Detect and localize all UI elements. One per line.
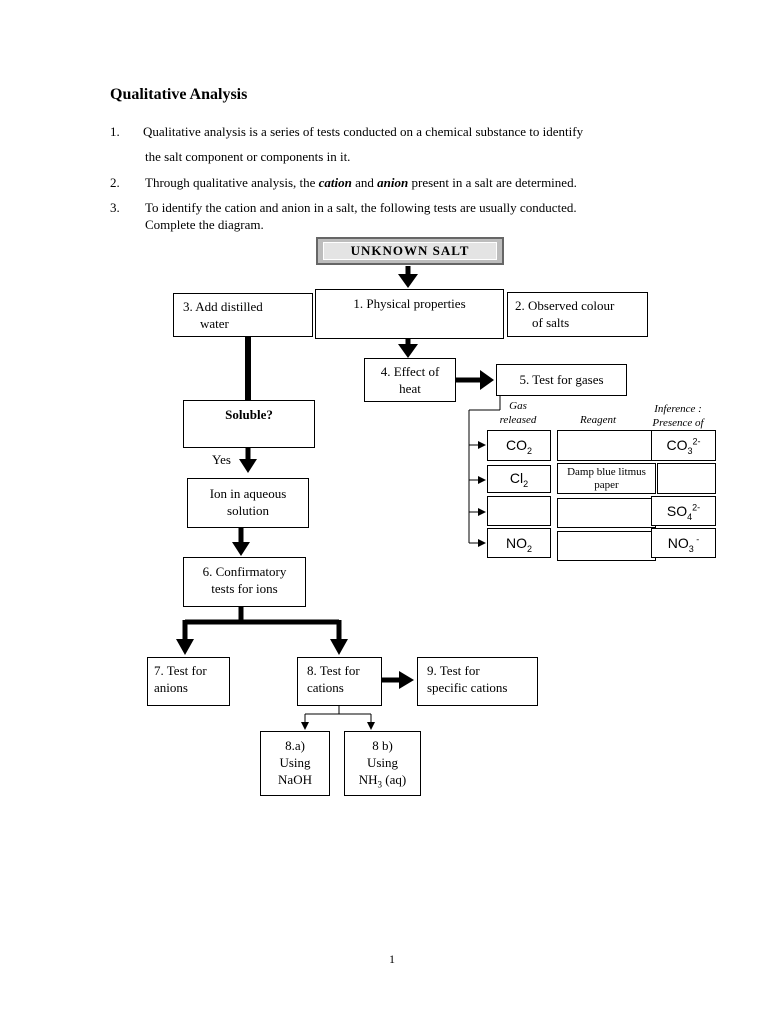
arrow-ion-to-confirm-head <box>232 542 250 556</box>
specific-cations-line2: specific cations <box>427 680 508 695</box>
arrow-heat-to-gases-head <box>480 370 494 390</box>
point-2-text: Through qualitative analysis, the cation… <box>145 175 577 190</box>
observed-colour-line1: 2. Observed colour <box>515 298 615 313</box>
header-gas-released: Gas released <box>499 400 537 426</box>
arrow-to-cations-head <box>330 639 348 655</box>
test-cations-line2: cations <box>307 680 344 695</box>
page-number: 1 <box>389 952 395 966</box>
unknown-salt-box: UNKNOWN SALT <box>316 237 504 265</box>
ion-solution-line1: Ion in aqueous <box>209 486 287 501</box>
naoh-line3: NaOH <box>278 772 312 787</box>
nh3-line1: 8 b) <box>372 738 393 753</box>
reagent-cl2-line2: paper <box>594 479 619 491</box>
inference-cell-3: SO42- <box>651 496 716 526</box>
point-1-number: 1. <box>110 124 120 139</box>
gas-cell-2: Cl2 <box>487 465 551 493</box>
gas-cell-1: CO2 <box>487 430 551 461</box>
naoh-box: 8.a) Using NaOH <box>260 731 330 796</box>
add-water-line1: 3. Add distilled <box>183 299 263 314</box>
soluble-label: Soluble? <box>225 407 273 422</box>
gas-cell-4: NO2 <box>487 528 551 558</box>
test-cations-line1: 8. Test for <box>307 663 360 678</box>
nh3-line2: Using <box>366 755 399 770</box>
test-cations-box: 8. Test for cations <box>297 657 382 706</box>
point-1-line1: Qualitative analysis is a series of test… <box>143 124 584 139</box>
test-for-gases-box: 5. Test for gases <box>496 364 627 396</box>
specific-cations-box: 9. Test for specific cations <box>417 657 538 706</box>
reagent-cell-2: Damp blue litmus paper <box>557 463 656 494</box>
specific-cations-line1: 9. Test for <box>427 663 480 678</box>
effect-of-heat-box: 4. Effect of heat <box>364 358 456 402</box>
nh3-box: 8 b) Using NH3 (aq) <box>344 731 421 796</box>
point-3-line2: Complete the diagram. <box>145 217 264 232</box>
reagent-cell-1 <box>557 430 656 461</box>
point-1-line2: the salt component or components in it. <box>145 149 351 164</box>
effect-of-heat-line1: 4. Effect of <box>380 364 440 379</box>
naoh-line2: Using <box>279 755 311 770</box>
confirmatory-line1: 6. Confirmatory <box>202 564 287 579</box>
arrow-physical-to-heat-head <box>398 344 418 358</box>
reagent-cell-4 <box>557 531 656 561</box>
soluble-box: Soluble? <box>183 400 315 448</box>
physical-properties-box: 1. Physical properties <box>315 289 504 339</box>
ion-solution-box: Ion in aqueous solution <box>187 478 309 528</box>
nh3-line3: NH3 (aq) <box>358 772 407 790</box>
physical-properties-label: 1. Physical properties <box>353 296 466 311</box>
reagent-cell-3 <box>557 498 656 528</box>
confirmatory-line2: tests for ions <box>211 581 278 596</box>
ion-solution-line2: solution <box>227 503 269 518</box>
test-anions-box: 7. Test for anions <box>147 657 230 706</box>
gas-cell-3 <box>487 496 551 526</box>
point-3-number: 3. <box>110 200 120 215</box>
inference-cell-1: CO32- <box>651 430 716 461</box>
arrow-cations-to-specific-head <box>399 671 414 689</box>
reagent-cl2-line1: Damp blue litmus <box>567 466 646 478</box>
arrow-to-anions-head <box>176 639 194 655</box>
observed-colour-line2: of salts <box>532 315 570 330</box>
page-title: Qualitative Analysis <box>110 86 248 103</box>
inference-cell-4: NO3 - <box>651 528 716 558</box>
test-anions-line2: anions <box>154 680 188 695</box>
point-3-line1: To identify the cation and anion in a sa… <box>145 200 577 215</box>
inference-cell-2 <box>657 463 716 494</box>
observed-colour-box: 2. Observed colour of salts <box>507 292 648 337</box>
yes-label: Yes <box>212 452 231 467</box>
effect-of-heat-line2: heat <box>399 381 421 396</box>
confirmatory-tests-box: 6. Confirmatory tests for ions <box>183 557 306 607</box>
test-anions-line1: 7. Test for <box>154 663 207 678</box>
header-inference: Inference : Presence of <box>652 403 704 429</box>
add-water-line2: water <box>200 316 229 331</box>
test-for-gases-label: 5. Test for gases <box>519 372 604 387</box>
unknown-salt-label: UNKNOWN SALT <box>323 242 497 260</box>
point-2-number: 2. <box>110 175 120 190</box>
naoh-line1: 8.a) <box>285 738 305 753</box>
arrow-soluble-to-ion-head <box>239 459 257 473</box>
arrow-salt-to-physical-head <box>398 274 418 288</box>
header-reagent: Reagent <box>579 414 617 426</box>
add-water-box: 3. Add distilled water <box>173 293 313 337</box>
